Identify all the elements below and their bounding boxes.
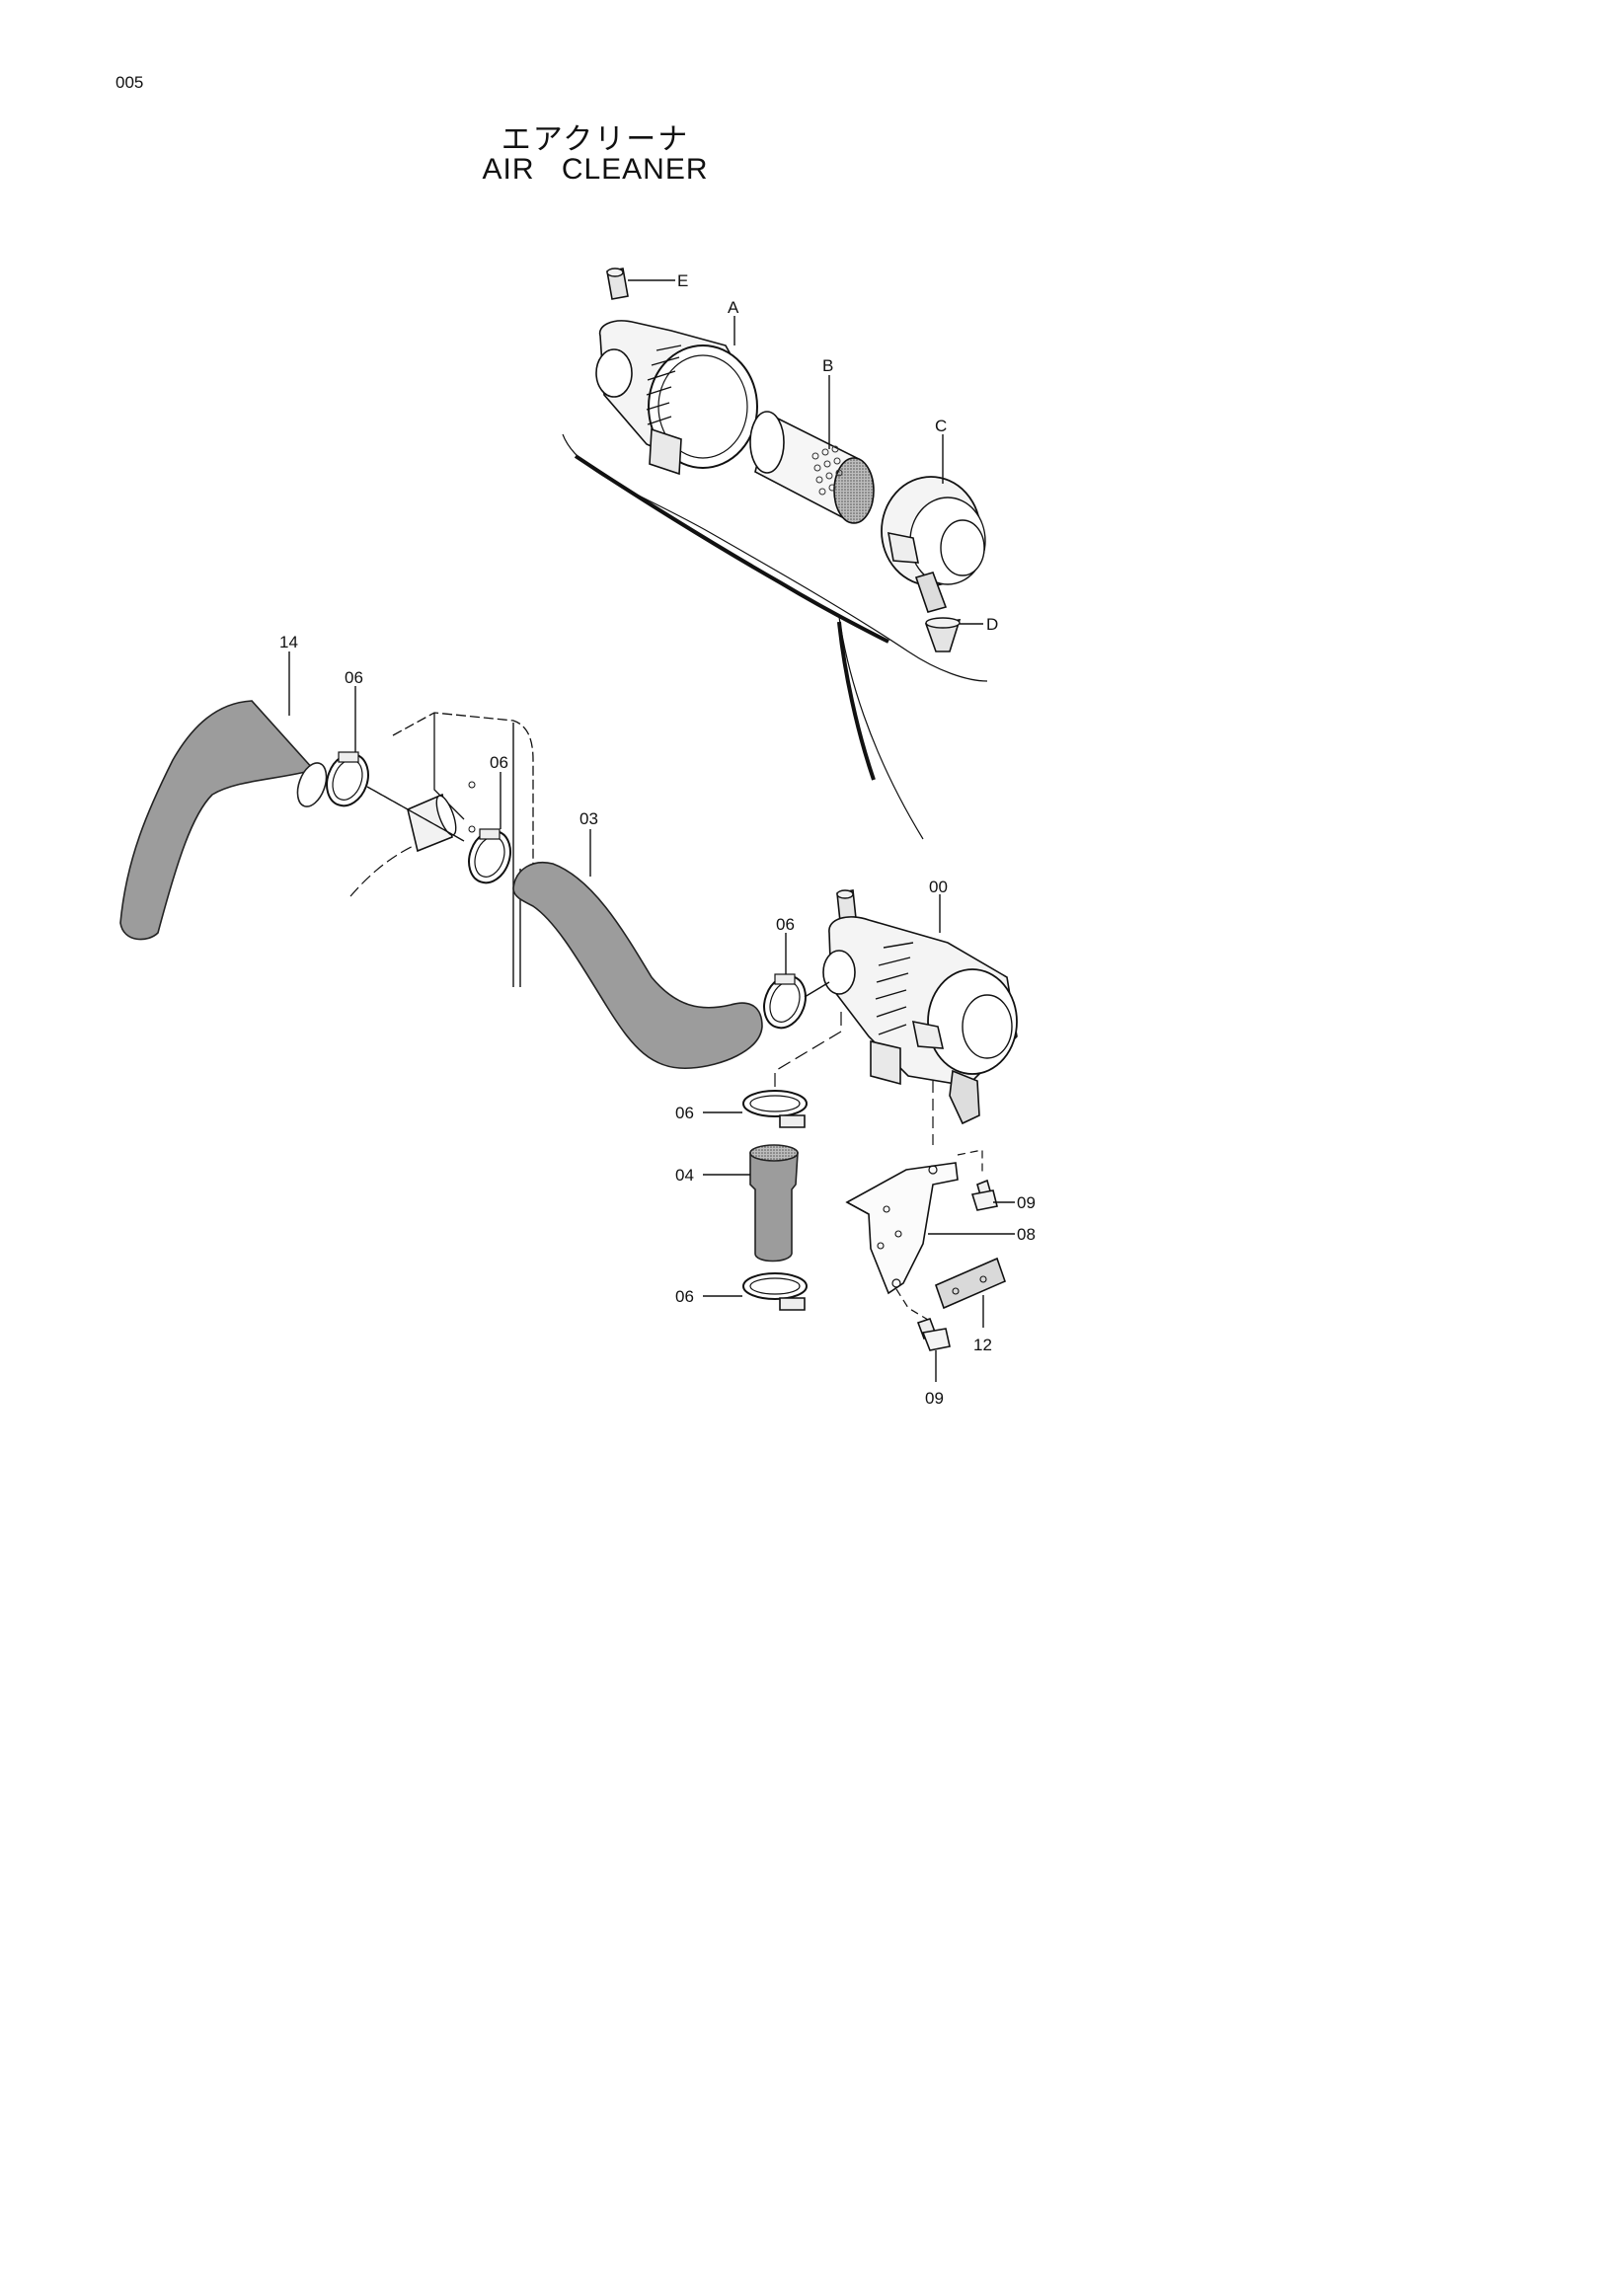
part-09-bolt-upper	[970, 1179, 1015, 1211]
connector-sleeve	[366, 786, 465, 853]
part-12-plate	[935, 1257, 1006, 1328]
part-04-tube	[703, 1144, 799, 1263]
callout-03: 03	[579, 809, 598, 828]
page-number: 005	[116, 73, 144, 92]
callout-08: 08	[1017, 1225, 1036, 1244]
outlet-guide-line	[774, 1012, 934, 1145]
part-a-housing	[595, 316, 758, 476]
part-00-air-cleaner	[822, 889, 1018, 1125]
callout-09-a: 09	[1017, 1193, 1036, 1212]
callout-12: 12	[973, 1336, 992, 1354]
part-03-hose	[512, 829, 763, 1069]
title-english: AIR CLEANER	[482, 153, 709, 186]
part-08-bracket	[845, 1149, 1015, 1324]
callout-09-b: 09	[925, 1389, 944, 1408]
part-06-clamp-4	[703, 1090, 808, 1128]
callout-c: C	[935, 417, 947, 435]
callout-a: A	[728, 298, 739, 317]
part-06-clamp-1	[326, 686, 369, 807]
detail-outline	[562, 433, 988, 840]
callout-14: 14	[279, 633, 298, 651]
callout-b: B	[822, 356, 833, 375]
parts-diagram: E A B C D 14 06 06 03 00 06 06 04 06 09 …	[119, 268, 1036, 1408]
callout-06-d: 06	[675, 1104, 694, 1122]
part-06-clamp-2	[468, 772, 511, 884]
title-japanese: エアクリーナ	[501, 122, 690, 157]
part-09-bolt-lower	[916, 1317, 951, 1382]
part-06-clamp-5	[703, 1272, 808, 1311]
callout-d: D	[986, 615, 998, 634]
callout-06-a: 06	[345, 668, 363, 687]
callout-06-b: 06	[490, 753, 508, 772]
callout-00: 00	[929, 878, 948, 896]
part-b-filter	[749, 375, 875, 524]
callout-06-c: 06	[776, 915, 795, 934]
part-06-clamp-3	[763, 933, 830, 1030]
part-e-cap	[606, 268, 675, 300]
callout-04: 04	[675, 1166, 694, 1185]
part-c-cover	[881, 434, 986, 613]
part-14-hose	[119, 651, 328, 941]
part-d-valve	[924, 617, 983, 652]
callout-06-e: 06	[675, 1287, 694, 1306]
callout-e: E	[677, 271, 688, 290]
